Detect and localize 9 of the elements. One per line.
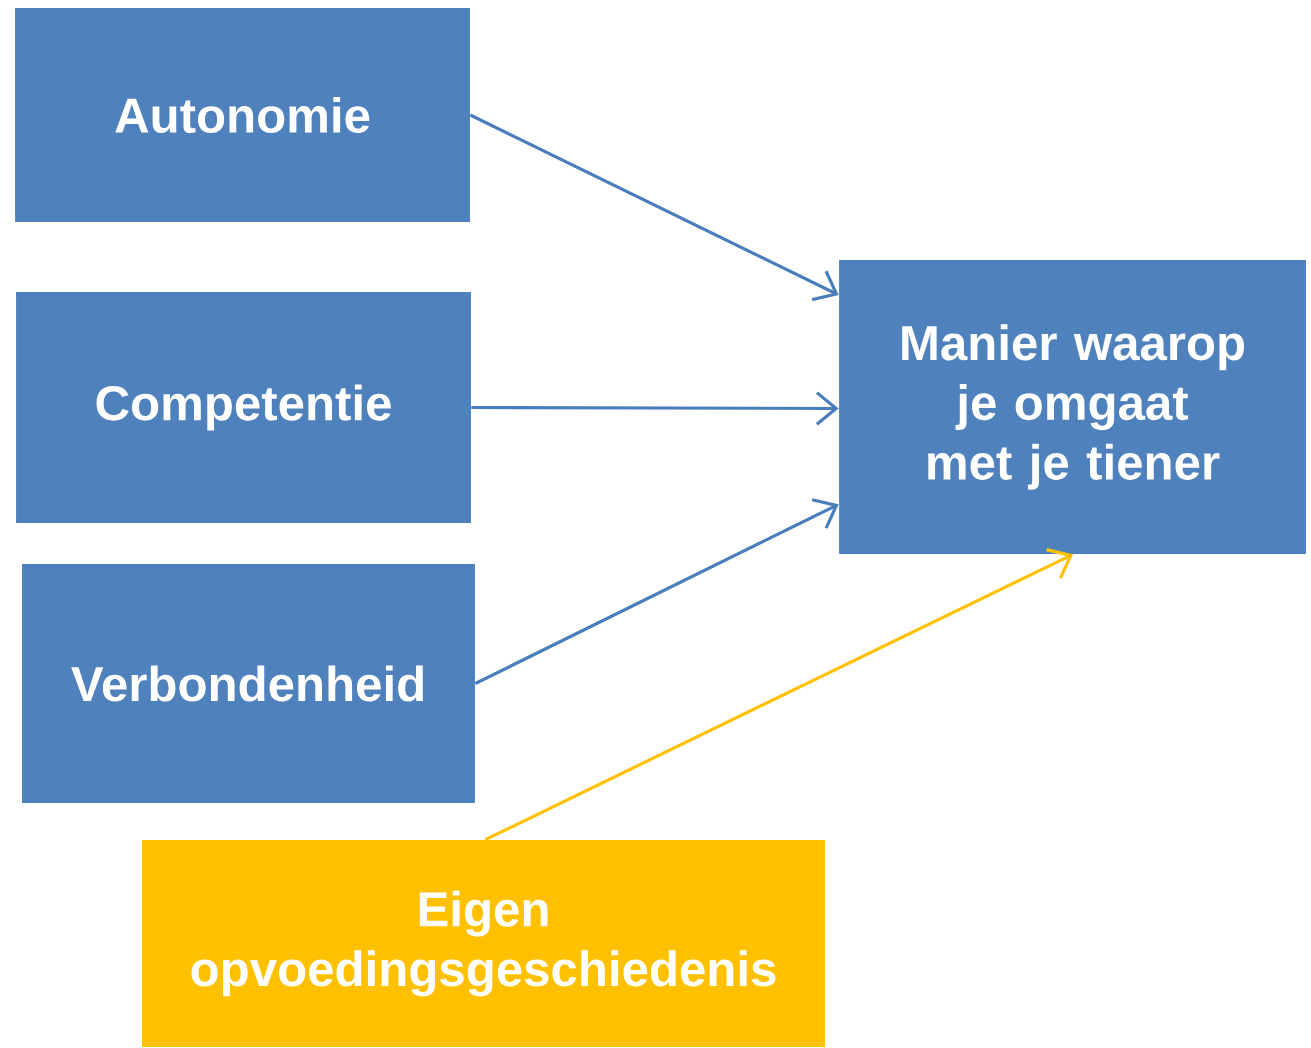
process-box: Manier waarop je omgaat met je tiener <box>839 260 1306 554</box>
arrow <box>474 498 839 685</box>
arrow <box>484 548 1074 842</box>
process-box: Autonomie <box>15 8 470 222</box>
process-box: Competentie <box>16 292 471 523</box>
arrow <box>469 113 839 302</box>
arrow <box>471 391 839 426</box>
process-box: Verbondenheid <box>22 564 475 803</box>
process-box: Eigen opvoedingsgeschiedenis <box>142 840 825 1047</box>
